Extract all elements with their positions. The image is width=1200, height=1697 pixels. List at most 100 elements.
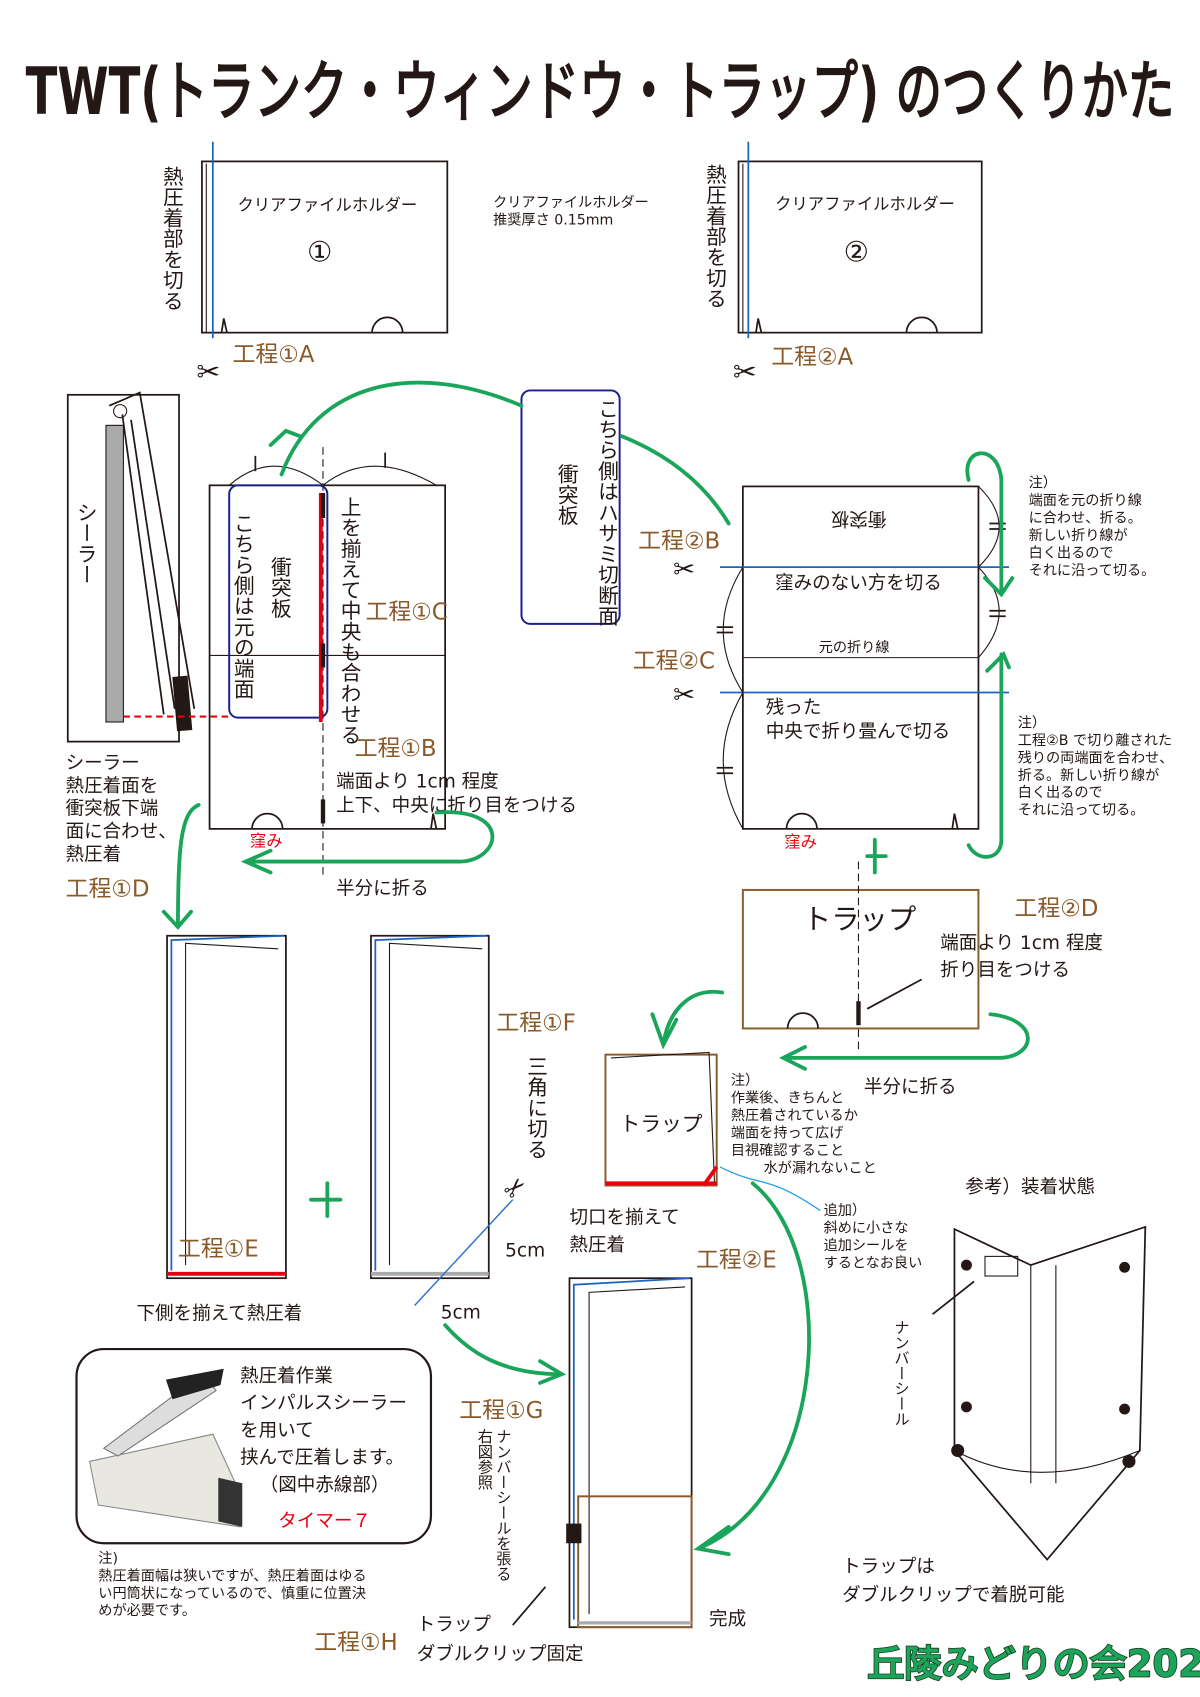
cut-note: 熱圧着部を切る [159, 166, 183, 311]
scissors-icon: ✂ [733, 356, 757, 389]
step-label: 工程①B [355, 736, 437, 762]
svg-text:めが必要です。: めが必要です。 [98, 1603, 196, 1619]
double-clip [566, 1523, 582, 1544]
svg-text:熱圧着面幅は狭いですが、熱圧着面はゆる: 熱圧着面幅は狭いですが、熱圧着面はゆる [98, 1568, 366, 1584]
svg-text:新しい折り線が: 新しい折り線が [1029, 528, 1128, 544]
seal-note: 切口を揃えて [569, 1208, 679, 1229]
svg-text:追加）: 追加） [824, 1203, 866, 1219]
svg-text:に合わせ、折る。: に合わせ、折る。 [1029, 510, 1142, 526]
trap-folded: トラップ 注） 作業後、きちんと 熱圧着されているか 端面を持って広げ 目視確認… [569, 1051, 923, 1273]
cut-note: 熱圧着部を切る [703, 164, 727, 309]
notch-label: 窪み [250, 831, 283, 850]
svg-text:白く出るので: 白く出るので [1018, 785, 1103, 801]
board2-note-2: 注） 工程②B で切り離された 残りの両端面を合わせ、 折る。新しい折り線が 白… [1018, 715, 1174, 818]
svg-text:折る。新しい折り線が: 折る。新しい折り線が [1018, 768, 1160, 784]
svg-text:注）: 注） [1029, 476, 1057, 492]
folder-1-outline [201, 160, 449, 334]
sticker-label: ナンバーシール [892, 1320, 910, 1427]
clip-note: トラップ [417, 1614, 492, 1635]
step-label: 工程②A [771, 344, 853, 370]
notch-label: 窪み [784, 832, 817, 851]
reference-note: ダブルクリップで着脱可能 [842, 1584, 1064, 1606]
svg-text:目視確認すること: 目視確認すること [731, 1143, 844, 1159]
folder-label: クリアファイルホルダー [237, 195, 417, 214]
crease-note: 端面より 1cm 程度 [336, 771, 499, 792]
svg-text:それに沿って切る。: それに沿って切る。 [1018, 803, 1145, 819]
svg-text:面に合わせ、: 面に合わせ、 [66, 822, 177, 843]
thickness-note: 推奨厚さ 0.15mm [493, 213, 613, 229]
svg-text:シーラー: シーラー [66, 753, 140, 774]
folded-tubes: 工程①F 三角に切る ✂ 5cm 5cm 工程①E 下側を揃えて熱圧着 [136, 934, 576, 1325]
trap-label: トラップ [620, 1112, 703, 1136]
step-label: 工程②B [638, 529, 720, 555]
svg-text:するとなお良い: するとなお良い [824, 1255, 923, 1271]
scissors-icon: ✂ [673, 555, 695, 585]
svg-text:インパルスシーラー: インパルスシーラー [240, 1393, 407, 1414]
inspection-note: 注） 作業後、きちんと 熱圧着されているか 端面を持って広げ 目視確認すること … [731, 1073, 877, 1176]
board-2: 衝突板 窪みのない方を切る 元の折り線 残った 中央で折り畳んで切る 工程②B … [633, 476, 1174, 852]
done-label: 完成 [709, 1609, 746, 1630]
impulse-sealer-image [88, 1368, 243, 1528]
svg-text:熱圧着面を: 熱圧着面を [66, 776, 159, 797]
cut-side-note: こちら側はハサミ切断面 [595, 398, 619, 626]
step-label: 工程①G [459, 1398, 543, 1424]
svg-text:注): 注) [98, 1551, 118, 1567]
clip-note: ダブルクリップ固定 [417, 1643, 584, 1665]
step-label: 工程②C [633, 649, 715, 675]
svg-text:注）: 注） [1018, 715, 1046, 731]
step-label: 工程①D [66, 876, 150, 902]
folder-label: クリアファイルホルダー [775, 194, 955, 213]
svg-text:を用いて: を用いて [240, 1420, 314, 1441]
seal-note: 熱圧着 [569, 1235, 625, 1256]
extra-seal-note: 追加） 斜めに小さな 追加シールを するとなお良い [824, 1203, 923, 1271]
seal-caution-note: 注) 熱圧着面幅は狭いですが、熱圧着面はゆる い円筒状になっているので、慎重に位… [98, 1551, 366, 1619]
folder-number: ① [307, 236, 332, 269]
step-label: 工程②D [1014, 896, 1098, 922]
step-label: 工程①C [366, 599, 448, 625]
sealer-label: シーラー [73, 502, 97, 585]
reference-note: トラップは [842, 1557, 935, 1578]
sealer-note: シーラー 熱圧着面を 衝突板下端 面に合わせ、 熱圧着 [66, 753, 177, 866]
trap-sheet: トラップ 工程②D 端面より 1cm 程度 折り目をつける 半分に折る [741, 861, 1103, 1098]
svg-text:追加シールを: 追加シールを [824, 1238, 909, 1254]
board2-note-1: 注） 端面を元の折り線 に合わせ、折る。 新しい折り線が 白く出るので それに沿… [1029, 476, 1156, 579]
svg-text:注）: 注） [731, 1073, 759, 1089]
svg-text:工程②B で切り離された: 工程②B で切り離された [1018, 732, 1172, 749]
step-label: 工程①E [178, 1236, 259, 1262]
align-note: 上を揃えて中央も合わせる [337, 496, 361, 745]
fold-note: 半分に折る [864, 1077, 957, 1098]
bumper-label: 衝突板 [267, 556, 291, 618]
svg-text:（図中赤線部）: （図中赤線部） [260, 1475, 390, 1496]
step-label: 工程②E [696, 1247, 777, 1273]
folder-number: ② [844, 236, 869, 269]
triangle-cut-note: 三角に切る [524, 1056, 548, 1160]
dimension-label: 5cm [505, 1240, 545, 1261]
fold-note: 半分に折る [336, 878, 429, 899]
flow-arrows [161, 380, 1030, 1557]
svg-text:白く出るので: 白く出るので [1029, 545, 1114, 561]
step-label: 工程①A [232, 342, 314, 368]
bumper-label: 衝突板 [554, 464, 578, 526]
crease-note: 端面より 1cm 程度 [940, 933, 1103, 954]
notch [371, 316, 404, 333]
svg-text:残りの両端面を合わせ、: 残りの両端面を合わせ、 [1018, 750, 1174, 766]
bumper-side-note: こちら側は元の端面 [230, 513, 254, 699]
remain-note: 残った [766, 697, 822, 718]
trap-label: トラップ [803, 903, 916, 936]
board-1: こちら側は元の端面 衝突板 上を揃えて中央も合わせる 工程①C 工程①B 端面よ… [208, 447, 577, 899]
dimension-label: 5cm [441, 1303, 481, 1324]
bumper-piece: こちら側はハサミ切断面 衝突板 [520, 389, 621, 626]
panel-2: クリアファイルホルダー ② 熱圧着部を切る ✂ 工程②A [703, 141, 983, 389]
step-label: 工程①F [496, 1011, 575, 1037]
remain-note: 中央で折り畳んで切る [766, 721, 950, 742]
cut-note: 窪みのない方を切る [775, 573, 942, 594]
reference-title: 参考）装着状態 [965, 1177, 1095, 1198]
ref-note: 右図参照 [475, 1429, 493, 1490]
crease-note: 上下、中央に折り目をつける [336, 795, 577, 816]
logo: 丘陵みどりの会2022 [867, 1642, 1200, 1685]
scissors-icon: ✂ [673, 680, 695, 710]
material-note: クリアファイルホルダー [493, 195, 649, 211]
finished-trap: 工程①G ナンバーシールを張る 右図参照 完成 工程①H トラップ ダブルクリッ… [314, 1277, 746, 1665]
